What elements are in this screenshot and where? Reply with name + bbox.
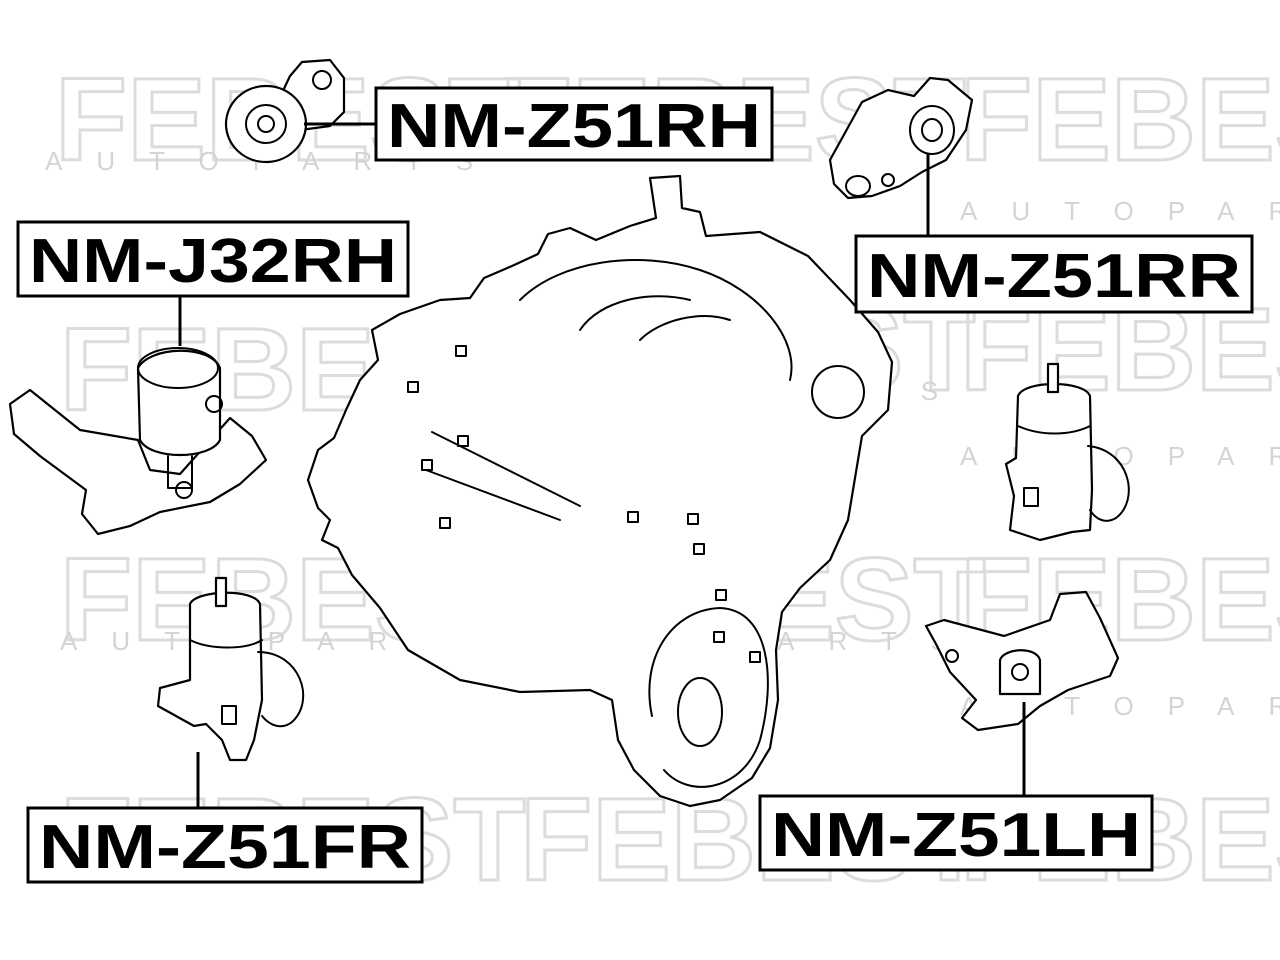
part-nm-j32rh (8, 347, 268, 536)
watermark-brand: FEBEST (960, 54, 1280, 186)
label-nm-z51rr: NM-Z51RR (854, 234, 1254, 314)
part-number-label: NM-J32RH (29, 227, 397, 296)
part-nm-z51rr (828, 76, 974, 200)
label-nm-z51lh: NM-Z51LH (758, 794, 1154, 872)
leader-lines (178, 122, 1026, 808)
part-number-label: NM-Z51FR (39, 813, 411, 882)
part-number-label: NM-Z51RR (867, 242, 1241, 311)
part-number-label: NM-Z51RH (387, 92, 761, 161)
part-nm-z51lh (924, 590, 1120, 732)
label-box (26, 806, 424, 884)
label-nm-z51fr: NM-Z51FR (26, 806, 424, 884)
label-box (374, 86, 774, 162)
label-box (16, 220, 410, 298)
watermark-subtitle: AUTOPARTS (960, 196, 1280, 226)
label-box (758, 794, 1154, 872)
label-nm-z51rh: NM-Z51RH (374, 86, 774, 162)
part-number-label: NM-Z51LH (771, 801, 1141, 870)
part-nm-z51fr (156, 576, 305, 762)
engine-block (306, 174, 894, 808)
label-box (854, 234, 1254, 314)
part-right-upright-mount (1004, 362, 1130, 542)
label-nm-j32rh: NM-J32RH (16, 220, 410, 298)
